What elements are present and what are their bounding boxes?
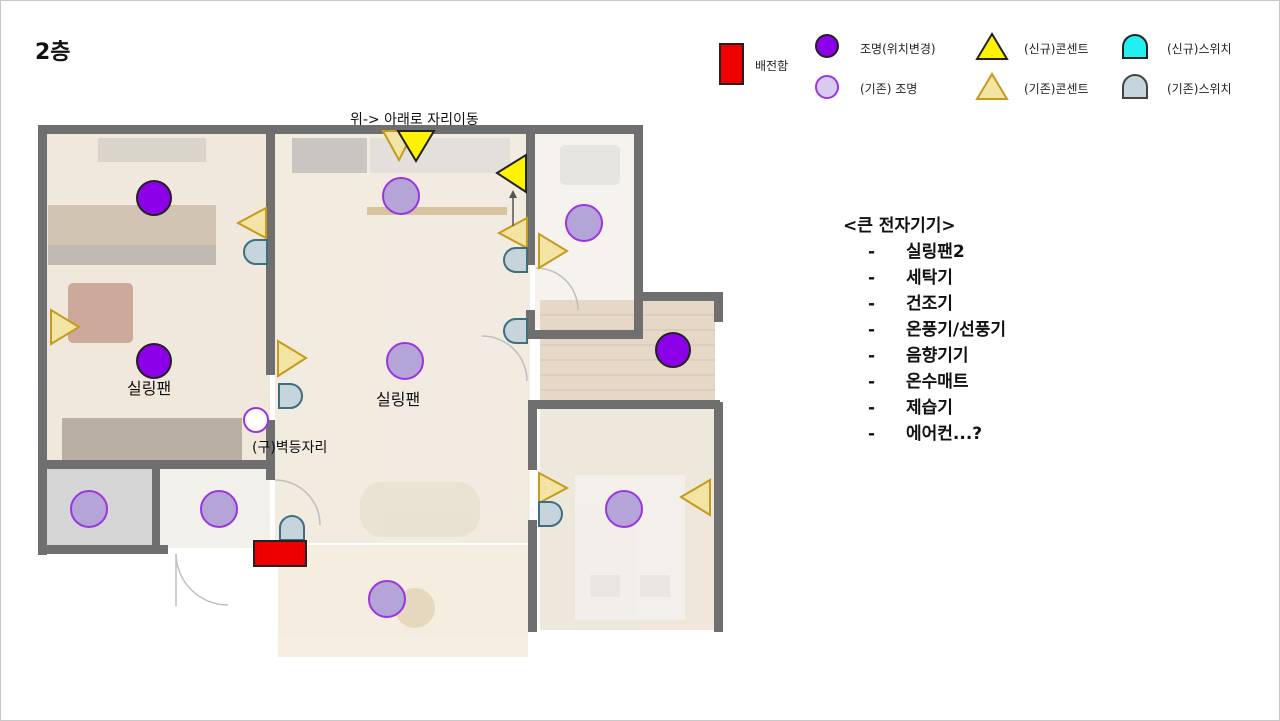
- switch-existing-marker: [278, 383, 303, 409]
- outlet-new-marker: [396, 130, 436, 163]
- light-existing-marker: [605, 490, 643, 528]
- legend-panel-label: 배전함: [755, 59, 789, 73]
- legend-light-existing-label: (기존) 조명: [860, 82, 918, 96]
- legend-switch-existing-label: (기존)스위치: [1167, 82, 1232, 96]
- list-item: -세탁기: [868, 268, 953, 288]
- list-item: -온풍기/선풍기: [868, 320, 1007, 340]
- panel-marker: [253, 540, 307, 567]
- legend-outlet-new-symbol: [975, 32, 1009, 60]
- page-title: 2층: [35, 40, 71, 65]
- furniture: [48, 138, 685, 628]
- switch-existing-marker: [279, 515, 305, 541]
- light-existing-marker: [368, 580, 406, 618]
- room2-fan-label: 실링팬: [376, 390, 421, 409]
- outlet-existing-marker: [235, 206, 267, 240]
- list-item: -음향기기: [868, 346, 969, 366]
- light-existing-marker: [243, 407, 269, 433]
- move-note: 위-> 아래로 자리이동: [350, 112, 479, 128]
- light-relocated-marker: [136, 180, 172, 216]
- light-existing-marker: [382, 177, 420, 215]
- light-existing-marker: [200, 490, 238, 528]
- legend-outlet-existing-label: (기존)콘센트: [1024, 82, 1089, 96]
- door-swings: [175, 267, 579, 606]
- old-wall-lamp-label: (구)벽등자리: [252, 440, 328, 456]
- legend-outlet-new-label: (신규)콘센트: [1024, 42, 1089, 56]
- switch-existing-marker: [503, 318, 528, 344]
- legend-light-existing-symbol: [815, 75, 839, 99]
- list-item: -건조기: [868, 294, 953, 314]
- light-existing-marker: [70, 490, 108, 528]
- legend-switch-existing-symbol: [1122, 74, 1148, 99]
- outlet-new-marker: [495, 153, 527, 194]
- switch-existing-marker: [243, 239, 268, 265]
- light-relocated-marker: [136, 343, 172, 379]
- legend-switch-new-label: (신규)스위치: [1167, 42, 1232, 56]
- list-item: -에어컨...?: [868, 424, 983, 444]
- outlet-existing-marker: [538, 232, 569, 270]
- light-relocated-marker: [655, 332, 691, 368]
- outlet-existing-marker: [277, 339, 308, 378]
- room1-fan-label: 실링팬: [127, 379, 172, 398]
- appliances-title: <큰 전자기기>: [843, 216, 956, 236]
- legend-panel-symbol: [719, 43, 744, 85]
- light-existing-marker: [386, 342, 424, 380]
- list-item: -제습기: [868, 398, 953, 418]
- list-item: -실링팬2: [868, 242, 965, 262]
- light-existing-marker: [565, 204, 603, 242]
- walls: [38, 125, 723, 632]
- outlet-existing-marker: [50, 308, 81, 346]
- outlet-existing-marker: [679, 478, 711, 517]
- switch-existing-marker: [538, 501, 563, 527]
- legend-light-relocated-symbol: [815, 34, 839, 58]
- list-item: -온수매트: [868, 372, 969, 392]
- move-arrow-head: [509, 190, 517, 198]
- legend-outlet-existing-symbol: [975, 72, 1009, 100]
- outlet-existing-marker: [538, 471, 570, 505]
- switch-existing-marker: [503, 247, 528, 273]
- legend-light-relocated-label: 조명(위치변경): [860, 42, 936, 56]
- floor-areas: [45, 133, 715, 657]
- legend-switch-new-symbol: [1122, 34, 1148, 59]
